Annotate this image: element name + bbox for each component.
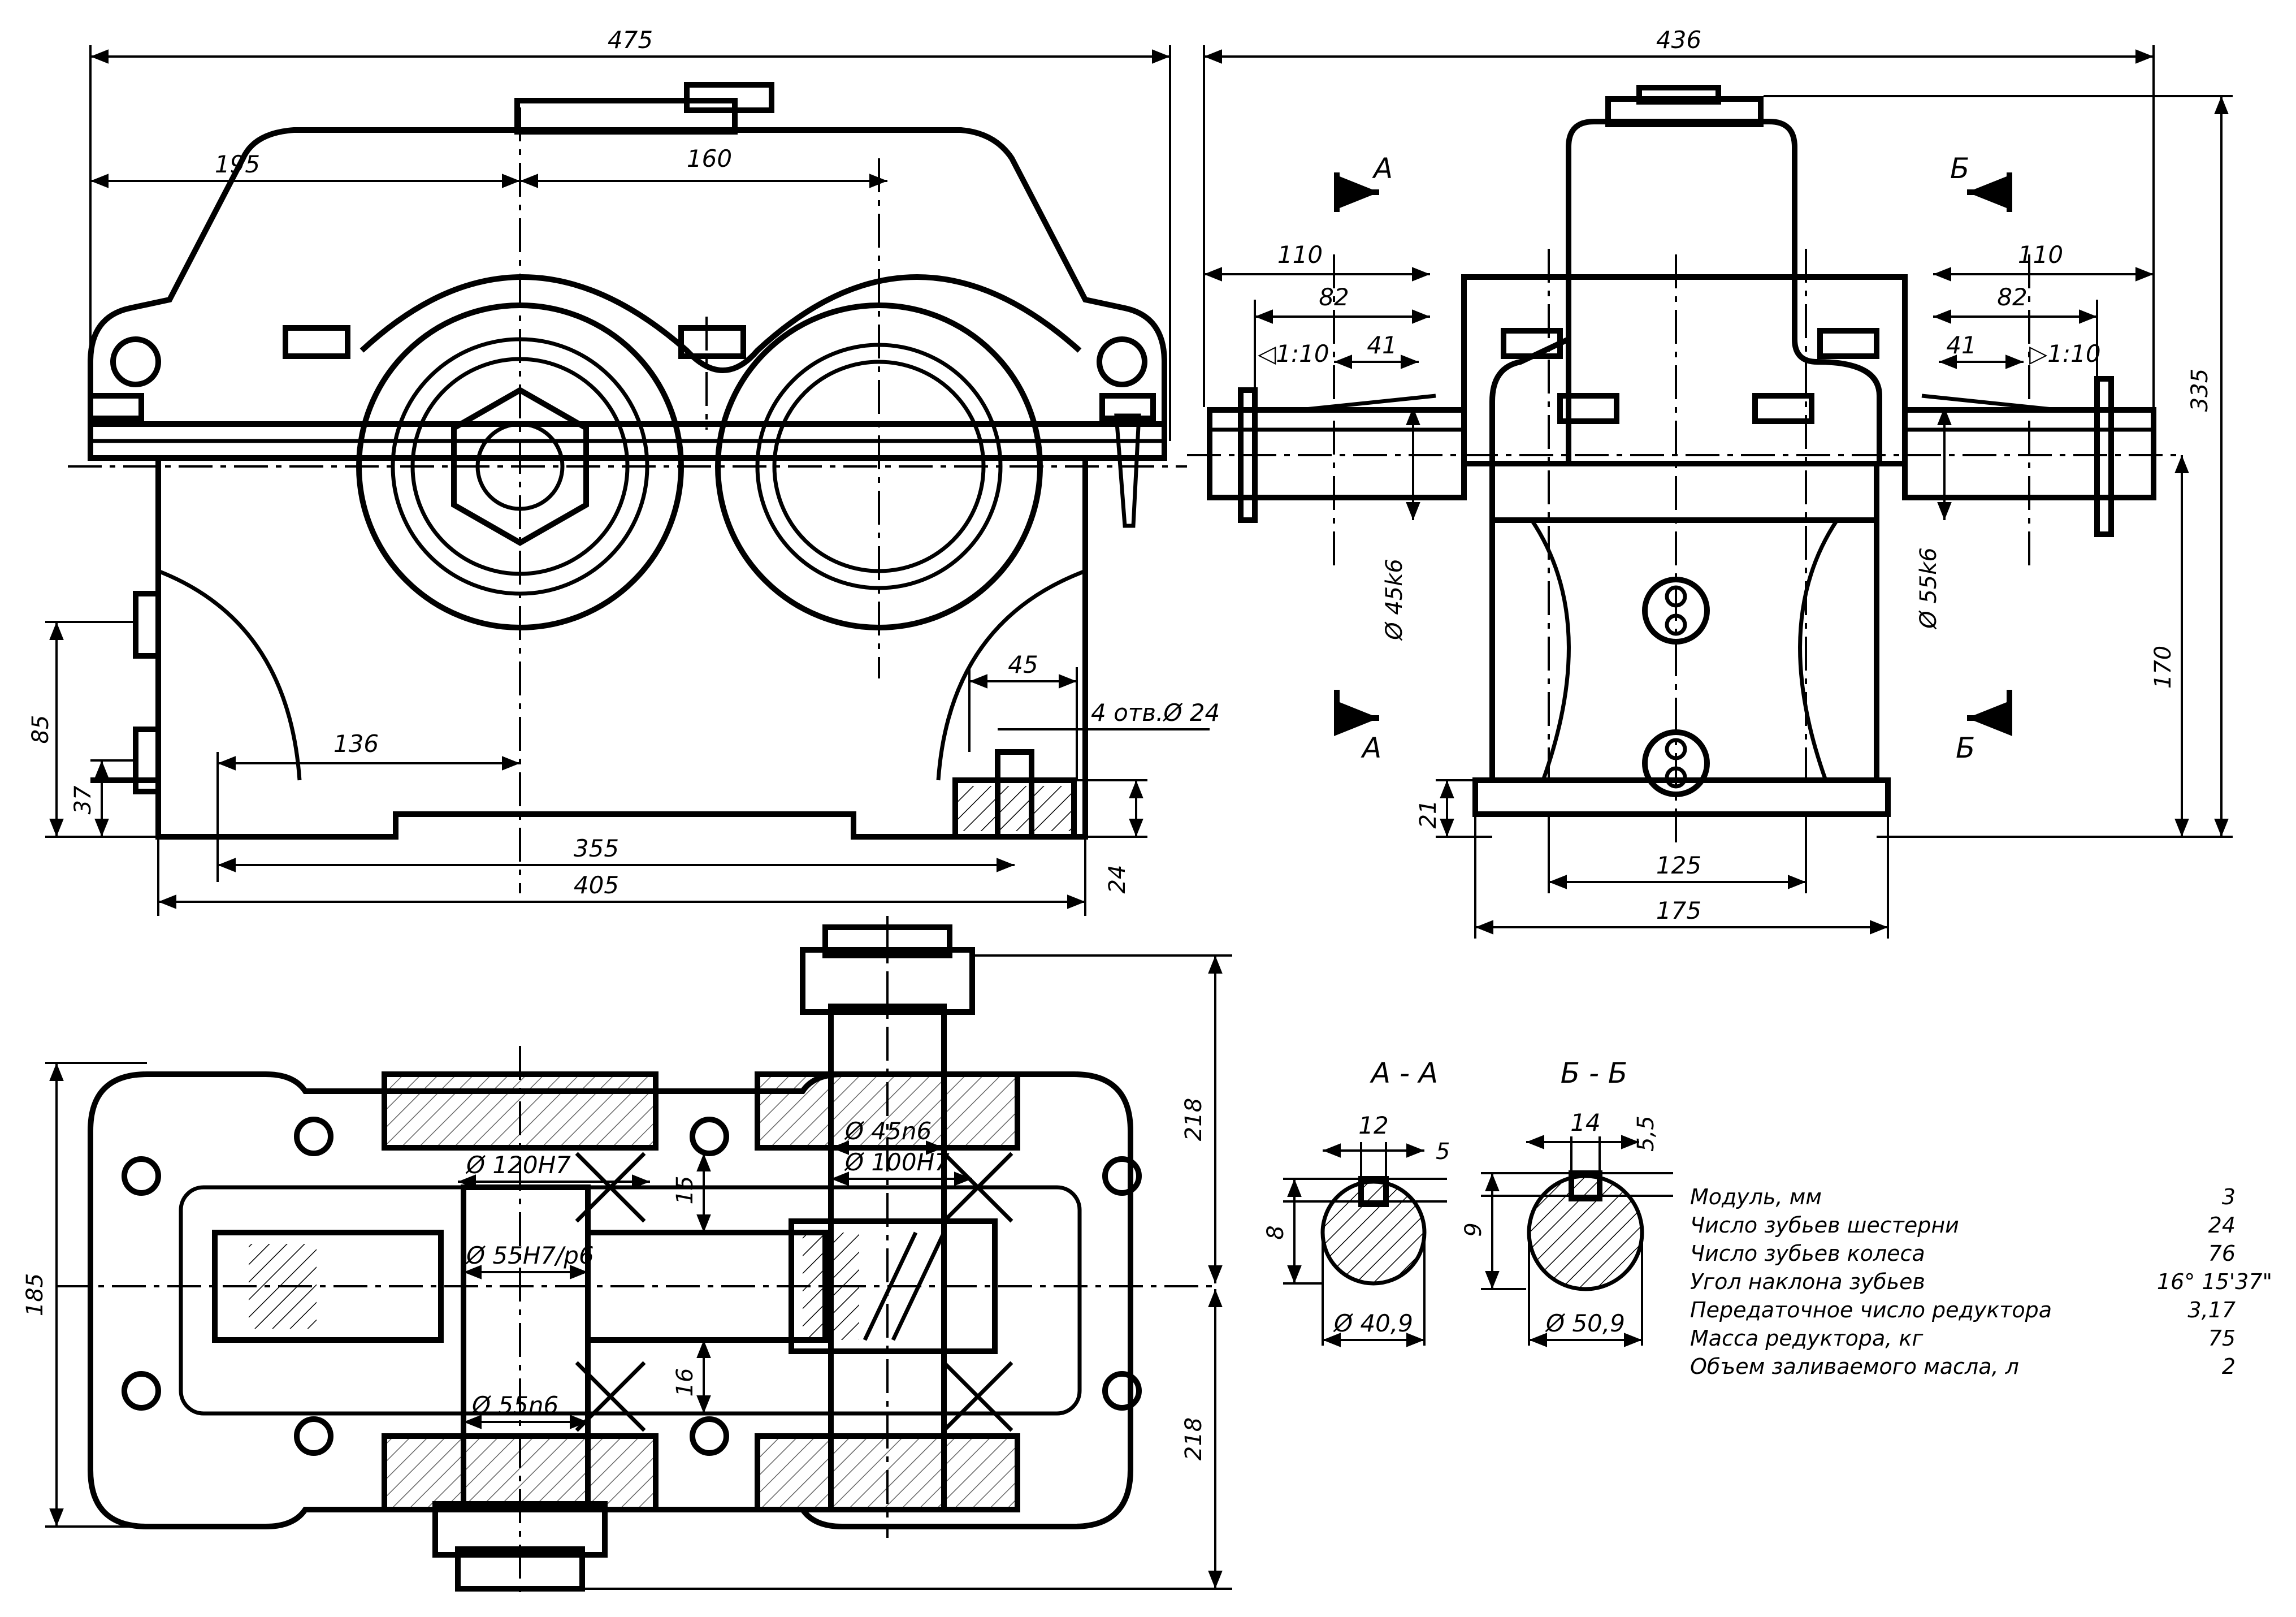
dim-plan-fit-hub: Ø 55H7/p6	[465, 1242, 594, 1269]
dim-plan-gap-top: 15	[672, 1176, 698, 1205]
dim-side-overall-length: 436	[1656, 26, 1701, 54]
section-bb-key-width: 14	[1570, 1109, 1600, 1136]
dim-side-shaft-left-dia: Ø 45k6	[1381, 559, 1407, 641]
spec-value-1: 24	[2208, 1213, 2236, 1238]
dim-side-taper-right: ▷1:10	[2029, 340, 2101, 368]
dim-foot-width: 45	[1008, 651, 1038, 678]
section-mark-a-bottom: А	[1361, 732, 1381, 764]
dim-side-axis-height: 170	[2150, 646, 2176, 689]
dim-side-shaft-left: 110	[1277, 241, 1323, 269]
section-mark-a-top: А	[1372, 152, 1393, 185]
section-aa-height: 8	[1263, 1225, 1289, 1239]
section-aa-key-width: 12	[1358, 1112, 1388, 1139]
section-mark-b-bottom: Б	[1956, 732, 1975, 764]
side-view: А А Б Б 436 110 110 82 82 41 ◁1:10 41 ▷1…	[1187, 26, 2233, 939]
dim-plan-overall-width: 185	[22, 1273, 48, 1316]
spec-value-0: 3	[2222, 1184, 2236, 1209]
section-bb-key-depth: 5,5	[1633, 1116, 1659, 1152]
dim-plan-half-bottom: 218	[1181, 1417, 1207, 1460]
section-bb: Б - Б 14 5,5 9 Ø 50,9	[1461, 1057, 1673, 1347]
section-bb-title: Б - Б	[1561, 1057, 1627, 1089]
dim-side-overall-height: 335	[2187, 369, 2213, 412]
dim-plan-journal: Ø 55n6	[471, 1391, 558, 1419]
dim-side-bolt-span: 125	[1656, 851, 1701, 879]
section-bb-height: 9	[1461, 1222, 1487, 1236]
spec-label-4: Передаточное число редуктора	[1690, 1298, 2052, 1322]
dim-side-shaft-right: 110	[2018, 241, 2063, 269]
spec-value-6: 2	[2222, 1354, 2236, 1379]
spec-label-1: Число зубьев шестерни	[1690, 1213, 1959, 1238]
spec-value-5: 75	[2208, 1326, 2236, 1351]
spec-table: Модуль, мм 3 Число зубьев шестерни 24 Чи…	[1690, 1184, 2272, 1379]
dim-plan-bore-wheel: Ø 120H7	[465, 1151, 571, 1179]
dim-height-37: 37	[70, 785, 96, 814]
dim-side-base-width: 175	[1656, 897, 1701, 924]
spec-label-6: Объем заливаемого масла, л	[1690, 1354, 2019, 1379]
dim-base-length: 405	[574, 871, 619, 899]
spec-value-4: 3,17	[2187, 1298, 2236, 1322]
section-aa-title: А - А	[1370, 1057, 1438, 1089]
dim-shaft-left: 195	[215, 150, 260, 178]
section-bb-dia: Ø 50,9	[1545, 1309, 1625, 1337]
dim-side-base-height: 21	[1415, 800, 1441, 829]
section-mark-b-top: Б	[1950, 152, 1969, 185]
spec-label-0: Модуль, мм	[1690, 1184, 1822, 1209]
spec-value-2: 76	[2208, 1241, 2236, 1266]
plan-view: 218 218 185 Ø 120H7 Ø 55H7/p6 Ø 55n6 Ø 4…	[22, 916, 1232, 1594]
dim-holes: 4 отв.Ø 24	[1091, 699, 1220, 727]
dim-plan-fit-pinion: Ø 45n6	[844, 1117, 932, 1145]
front-view: 475 195 160 136 355 405 45 4 отв.Ø 24 85…	[28, 26, 1220, 916]
dim-bolt-span: 355	[574, 835, 619, 862]
spec-label-5: Масса редуктора, кг	[1690, 1326, 1924, 1351]
dim-base-height: 24	[1104, 865, 1130, 894]
spec-value-3: 16° 15'37"	[2157, 1269, 2272, 1294]
spec-label-3: Угол наклона зубьев	[1690, 1269, 1925, 1294]
dim-plan-half-top: 218	[1181, 1098, 1207, 1141]
dim-side-taper-right-len: 41	[1946, 331, 1976, 359]
dim-height-85: 85	[28, 715, 54, 744]
dim-plan-bore-pinion: Ø 100H7	[844, 1148, 950, 1176]
dim-overall-length: 475	[608, 26, 653, 54]
dim-side-shaft-right-dia: Ø 55k6	[1916, 547, 1942, 630]
section-aa-dia: Ø 40,9	[1333, 1309, 1413, 1337]
dim-foot-left: 136	[333, 730, 379, 758]
section-aa: А - А 12 5 8 Ø 40,9	[1263, 1057, 1450, 1347]
dim-side-taper-left-len: 41	[1367, 331, 1397, 359]
dim-side-taper-left: ◁1:10	[1258, 340, 1329, 368]
dim-center-distance: 160	[687, 145, 732, 172]
dim-side-key-left: 82	[1319, 283, 1349, 311]
section-aa-key-depth: 5	[1436, 1139, 1450, 1165]
dim-plan-gap-bottom: 16	[672, 1368, 698, 1397]
spec-label-2: Число зубьев колеса	[1690, 1241, 1925, 1266]
dim-side-key-right: 82	[1997, 283, 2027, 311]
